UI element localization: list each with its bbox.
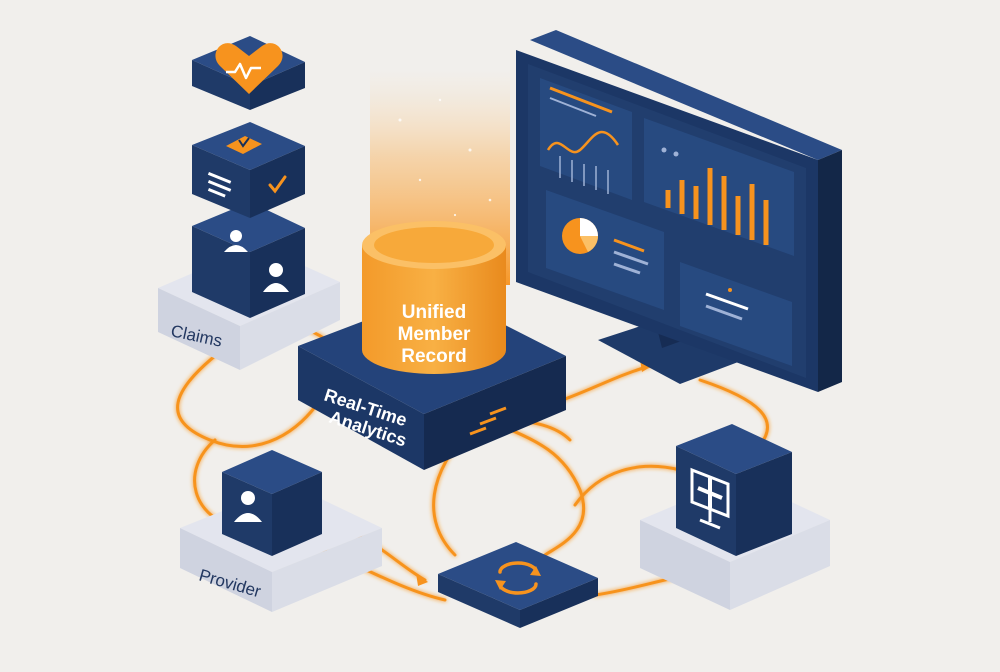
clinic-node: [640, 424, 830, 610]
document-check-icon: [207, 136, 287, 198]
clinic-cube-top: [676, 424, 792, 474]
claims-platform-left: [158, 288, 240, 370]
cube-bottom-top: [192, 202, 305, 252]
sync-left: [438, 574, 520, 628]
cube-top-right: [250, 62, 305, 110]
dashboard-monitor: [516, 30, 842, 392]
claims-platform-right: [240, 282, 340, 370]
pie-chart-widget: [546, 190, 664, 310]
beam-sparkles: [398, 98, 492, 217]
bar-chart-widget: [644, 118, 794, 256]
clinic-platform-left: [640, 520, 730, 610]
record-line2: Member: [398, 324, 471, 345]
sync-node: [438, 542, 598, 628]
clinic-cube-right: [736, 452, 792, 556]
bar-chart-icon: [665, 168, 769, 245]
cylinder-body: [362, 245, 506, 374]
provider-platform-right: [272, 528, 382, 612]
arrowhead-sync: [416, 573, 428, 586]
heart-pulse-icon: [215, 43, 283, 94]
clinic-platform-right: [730, 520, 830, 610]
connector-monitor-clinic: [698, 378, 769, 447]
provider-platform-left: [180, 528, 272, 612]
user-icon: [224, 230, 289, 292]
hub-port-lines: [469, 406, 507, 436]
cylinder-top-inner: [374, 227, 494, 263]
monitor-back: [530, 30, 842, 160]
cube-middle-left: [192, 145, 250, 218]
connector-mid-clinic: [573, 464, 682, 507]
medical-monitor-icon: [690, 467, 730, 530]
pie-chart-icon: [562, 218, 598, 254]
claims-stack: Claims: [158, 36, 340, 370]
sync-arrows-icon: [495, 561, 541, 595]
line-chart-icon: [546, 130, 620, 154]
monitor-side: [818, 150, 842, 392]
record-line3: Record: [401, 346, 466, 367]
member-record-cylinder: Unified Member Record: [362, 221, 506, 374]
sync-top: [438, 542, 598, 610]
cube-top-left: [192, 60, 250, 110]
provider-node: Provider: [180, 450, 382, 612]
hub-left: [298, 346, 424, 470]
summary-widget: [680, 262, 792, 366]
sync-right: [520, 578, 598, 628]
user-icon: [234, 491, 262, 522]
connector-hub-mid: [488, 420, 586, 557]
record-line1: Unified: [402, 302, 466, 323]
list-icon: [613, 238, 649, 275]
cube-middle-right: [250, 146, 305, 218]
provider-cube-right: [272, 472, 322, 556]
line-chart-widget: [540, 78, 632, 200]
connector-claims-provider: [176, 346, 322, 448]
